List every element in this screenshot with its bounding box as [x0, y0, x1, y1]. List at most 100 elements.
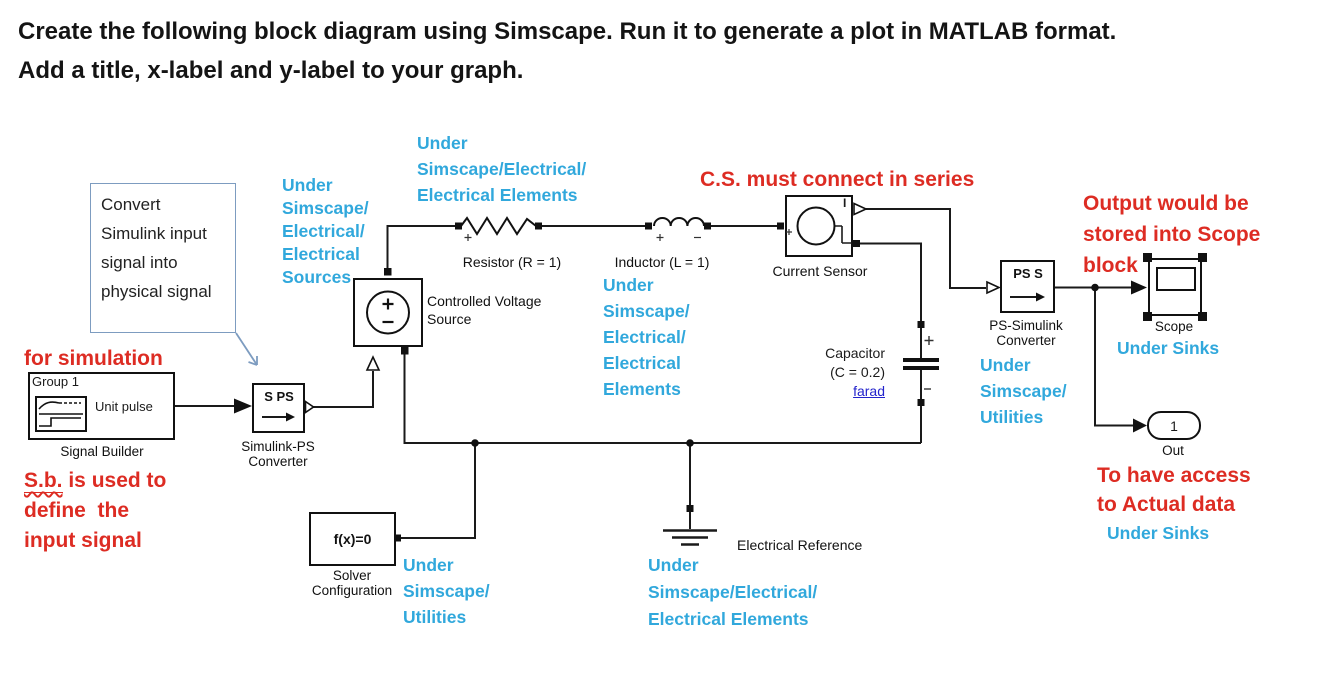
- controlled-voltage-source-block[interactable]: [353, 278, 423, 347]
- note-line: Output would be: [1083, 192, 1249, 215]
- arrowhead-out-input: [1133, 418, 1147, 433]
- note-line: input signal: [24, 529, 142, 552]
- controlled-voltage-source-label: Controlled Voltage Source: [427, 292, 541, 328]
- farad-link[interactable]: farad: [853, 383, 885, 399]
- resistor-plus-mark: [464, 234, 472, 241]
- note-line: Simscape/: [603, 301, 690, 321]
- wire-sensor-to-psconv: [866, 208, 986, 289]
- psconv-input-port: [986, 280, 1001, 295]
- solver-configuration-label: Solver Configuration: [312, 568, 392, 598]
- electrical-reference-label: Electrical Reference: [737, 537, 863, 553]
- note-output-scope: Output would be stored into Scope block: [1083, 188, 1260, 281]
- signal-builder-block[interactable]: [28, 372, 175, 440]
- note-line: Elements: [603, 379, 681, 399]
- wire-junction: [686, 439, 694, 447]
- note-line: Simscape/Electrical/: [417, 159, 587, 179]
- note-line-rest: is used to: [62, 469, 167, 492]
- note-line: S.b. is used to: [24, 466, 166, 496]
- note-line: Simscape/: [282, 198, 369, 218]
- simulink-ps-converter-label: Simulink-PS Converter: [241, 439, 315, 469]
- note-signal-builder-usage: S.b. is used to define the input signal: [24, 466, 166, 556]
- selection-handle[interactable]: [1198, 253, 1207, 262]
- note-line: Simscape/: [403, 581, 490, 601]
- capacitor-symbol[interactable]: [903, 321, 939, 406]
- ps-simulink-converter-text: PS S: [1013, 266, 1043, 281]
- label-line: Capacitor: [825, 345, 885, 361]
- solver-configuration-text: f(x)=0: [333, 531, 372, 547]
- signal-builder-label: Signal Builder: [60, 444, 144, 459]
- sb-abbrev: S.b.: [24, 469, 63, 493]
- label-line: Source: [427, 311, 472, 327]
- note-line: Electrical Elements: [648, 609, 809, 629]
- note-line: stored into Scope: [1083, 223, 1261, 246]
- inductor-label: Inductor (L = 1): [614, 254, 710, 270]
- solver-configuration-block[interactable]: f(x)=0: [309, 512, 396, 566]
- note-line: Electrical Elements: [417, 185, 578, 205]
- note-line: Utilities: [403, 607, 467, 627]
- note-line: to Actual data: [1097, 493, 1236, 516]
- wire-cvs-to-resistor: [386, 225, 455, 268]
- note-electrical-elements-top: Under Simscape/Electrical/ Electrical El…: [417, 130, 586, 208]
- note-ps-utilities: Under Simscape/ Utilities: [980, 352, 1067, 430]
- note-line: Sources: [282, 267, 352, 287]
- label-line: Converter: [996, 333, 1056, 348]
- simulink-ps-converter-block[interactable]: [252, 383, 305, 433]
- note-for-simulation: for simulation: [24, 347, 163, 370]
- note-line: Simscape/Electrical/: [648, 582, 818, 602]
- wire-junction: [1091, 283, 1099, 292]
- note-pointer-arrow: [235, 332, 258, 366]
- ps-simulink-converter-label: PS-Simulink Converter: [989, 318, 1063, 348]
- note-electrical-sources: Under Simscape/ Electrical/ Electrical S…: [282, 174, 369, 289]
- scope-label: Scope: [1154, 319, 1194, 334]
- inductor-symbol[interactable]: [645, 217, 711, 241]
- ammeter-letter: A: [808, 215, 821, 235]
- note-line: Under: [980, 355, 1031, 375]
- inductor-plus-mark: [656, 234, 664, 241]
- note-electrical-elements-mid: Under Simscape/ Electrical/ Electrical E…: [603, 272, 690, 402]
- cvs-neg-port: [401, 347, 409, 355]
- signal-builder-group-label: Group 1: [32, 374, 79, 389]
- label-line: PS-Simulink: [989, 318, 1063, 333]
- note-ground-elements: Under Simscape/Electrical/ Electrical El…: [648, 552, 817, 633]
- note-line: Electrical/: [603, 327, 686, 347]
- sps-output-port: [304, 399, 315, 415]
- sensor-in-port: [777, 222, 784, 230]
- label-line: (C = 0.2): [830, 364, 885, 380]
- note-line: Under: [603, 275, 654, 295]
- label-line: Simulink-PS: [241, 439, 315, 454]
- signal-builder-signal-label: Unit pulse: [95, 399, 153, 414]
- note-line: To have access: [1097, 464, 1251, 487]
- wire-solver-branch: [401, 443, 476, 539]
- instruction-title: Create the following block diagram using…: [18, 12, 1116, 90]
- selection-handle[interactable]: [1198, 312, 1207, 321]
- cvs-input-arrow: [365, 355, 381, 371]
- arrowhead-sb-input: [234, 398, 252, 414]
- note-line: Utilities: [980, 407, 1044, 427]
- label-line: Converter: [248, 454, 308, 469]
- note-line: Electrical: [282, 244, 360, 264]
- wire-sensor-to-capacitor: [860, 242, 922, 321]
- capacitor-plus-mark: [924, 336, 934, 345]
- note-line: Under: [403, 555, 454, 575]
- sensor-neg-port: [853, 240, 860, 247]
- ps-simulink-converter-block[interactable]: [1000, 260, 1055, 313]
- scope-block[interactable]: [1148, 258, 1202, 316]
- label-line: Controlled Voltage: [427, 293, 542, 309]
- selection-handle[interactable]: [1143, 312, 1152, 321]
- note-actual-data: To have access to Actual data: [1097, 461, 1251, 519]
- note-line: Under: [417, 133, 468, 153]
- signal-waveform-icon: [35, 396, 87, 432]
- note-line: Under: [648, 555, 699, 575]
- resistor-label: Resistor (R = 1): [462, 254, 562, 270]
- resistor-symbol[interactable]: [455, 216, 542, 241]
- electrical-reference-symbol[interactable]: [663, 505, 717, 546]
- out-port-block[interactable]: 1: [1147, 411, 1201, 440]
- note-line: Electrical: [603, 353, 681, 373]
- instruction-line-1: Create the following block diagram using…: [18, 18, 1117, 45]
- wire-sps-to-cvs: [313, 371, 374, 408]
- note-under-sinks-out: Under Sinks: [1107, 523, 1210, 543]
- note-cs-series: C.S. must connect in series: [700, 168, 975, 191]
- selection-handle[interactable]: [1143, 253, 1152, 262]
- note-solver-utilities: Under Simscape/ Utilities: [403, 552, 490, 630]
- note-box: Convert Simulink input signal into physi…: [90, 183, 236, 333]
